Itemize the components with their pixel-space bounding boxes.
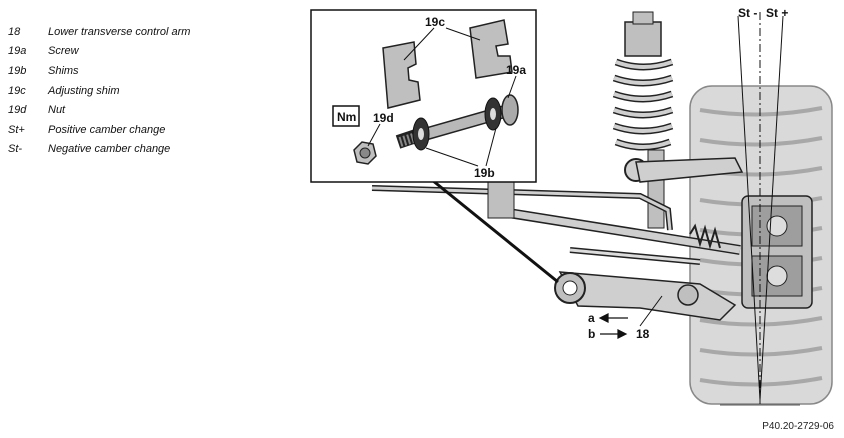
legend-text: Shims — [48, 64, 79, 77]
legend-key: St- — [8, 143, 23, 156]
legend-text: Nut — [48, 104, 66, 117]
legend-key: 19b — [8, 64, 27, 77]
label-19c: 19c — [425, 15, 445, 29]
legend-row: St- Negative camber change — [8, 140, 268, 160]
lower-control-arm — [554, 271, 737, 321]
legend-key: 18 — [8, 25, 21, 38]
brake-caliper — [741, 195, 813, 309]
legend-key: 19a — [8, 45, 27, 58]
legend-row: 19c Adjusting shim — [8, 81, 268, 101]
legend-text: Adjusting shim — [48, 84, 120, 97]
legend-text: Screw — [48, 45, 79, 58]
label-18: 18 — [636, 327, 650, 341]
label-19d: 19d — [373, 111, 394, 125]
legend-text: Positive camber change — [48, 123, 166, 136]
torque-nm-label: Nm — [337, 110, 356, 124]
camber-lines — [720, 12, 800, 406]
label-st-minus: St - — [738, 6, 757, 20]
label-19b: 19b — [474, 166, 495, 180]
figure-reference: P40.20-2729-06 — [762, 421, 834, 432]
label-b: b — [588, 327, 595, 341]
legend-text: Lower transverse control arm — [48, 25, 191, 38]
legend-row: 19d Nut — [8, 100, 268, 120]
legend-row: 19b Shims — [8, 61, 268, 81]
legend-key: 19c — [8, 84, 26, 97]
detail-inset — [310, 9, 537, 183]
legend-row: 19a Screw — [8, 42, 268, 62]
upper-control-arm — [635, 157, 744, 183]
label-a: a — [588, 311, 595, 325]
direction-arrows — [598, 313, 628, 339]
legend-row: 18 Lower transverse control arm — [8, 22, 268, 42]
label-19a: 19a — [506, 63, 526, 77]
label-st-plus: St + — [766, 6, 788, 20]
legend-text: Negative camber change — [48, 143, 171, 156]
legend-row: St+ Positive camber change — [8, 120, 268, 140]
legend-key: St+ — [8, 123, 25, 136]
legend: 18 Lower transverse control arm 19a Scre… — [8, 22, 268, 159]
legend-key: 19d — [8, 104, 27, 117]
drive-shaft — [487, 181, 741, 255]
